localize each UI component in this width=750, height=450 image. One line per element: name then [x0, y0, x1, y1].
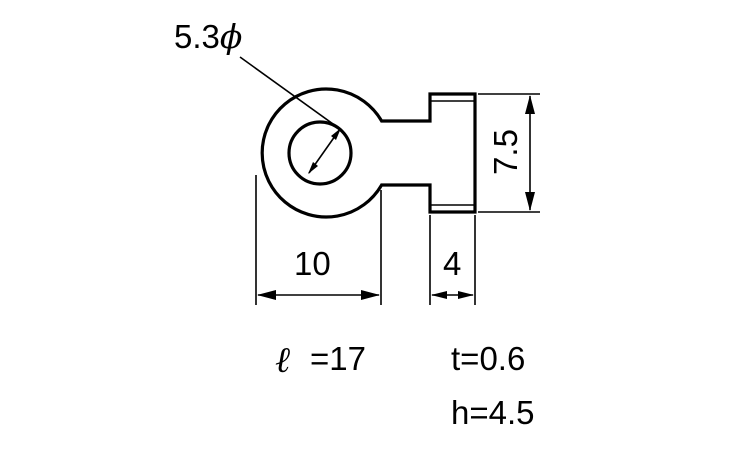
- diameter-arrow-bottom: [308, 162, 318, 174]
- length-symbol: ℓ: [275, 340, 290, 381]
- diameter-leader: [239, 56, 341, 130]
- height-spec: h=4.5: [451, 394, 535, 431]
- arrow-7-5-top: [525, 95, 535, 114]
- label-barrel-length: 4: [443, 245, 461, 282]
- label-ring-width: 10: [294, 245, 331, 282]
- hole-circle: [287, 120, 353, 186]
- thickness-spec: t=0.6: [451, 340, 525, 377]
- label-hole-diameter: 5.3ϕ: [174, 17, 242, 56]
- label-barrel-height: 7.5: [487, 129, 524, 175]
- diameter-arrow-top: [331, 128, 341, 140]
- arrow-10-left: [257, 290, 276, 300]
- arrow-4-left: [431, 291, 447, 299]
- arrow-4-right: [458, 291, 474, 299]
- terminal-outline: [260, 87, 477, 219]
- length-value: =17: [310, 340, 366, 377]
- arrow-7-5-bottom: [525, 192, 535, 211]
- arrow-10-right: [361, 290, 380, 300]
